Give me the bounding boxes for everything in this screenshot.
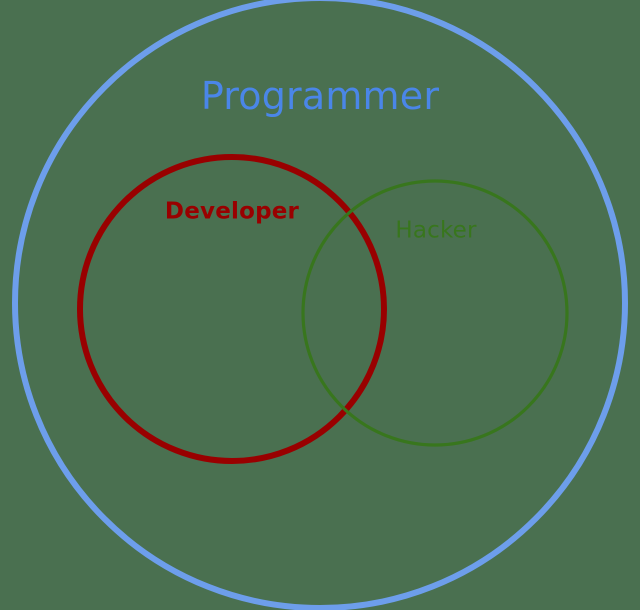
programmer-circle xyxy=(12,0,628,610)
developer-circle xyxy=(77,154,387,464)
hacker-label: Hacker xyxy=(395,217,477,244)
developer-label: Developer xyxy=(164,198,300,225)
programmer-label: Programmer xyxy=(200,74,440,118)
hacker-circle xyxy=(301,179,569,447)
